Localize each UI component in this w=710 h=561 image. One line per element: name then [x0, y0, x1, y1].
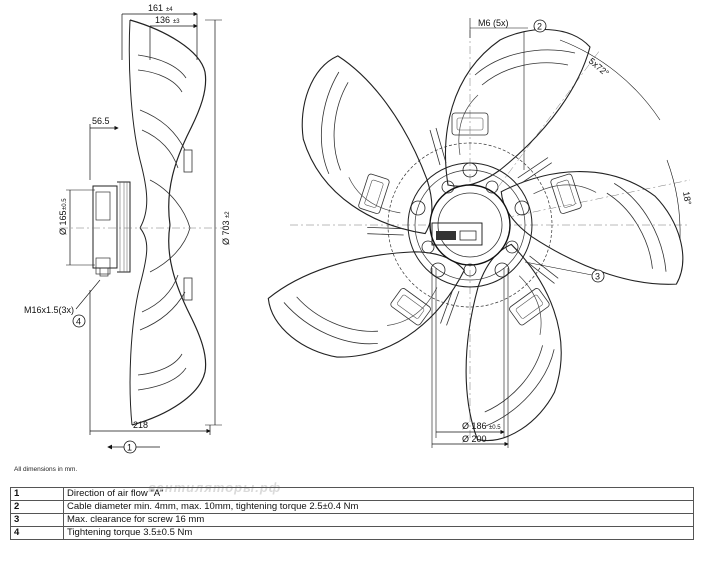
dimensions-note: All dimensions in mm. — [14, 466, 78, 473]
dim-186: Ø 186 — [462, 421, 487, 431]
legend-table: 1 Direction of air flow "A" 2 Cable diam… — [10, 487, 694, 540]
dim-136-tol: ±3 — [173, 19, 180, 25]
legend-num: 1 — [10, 487, 64, 501]
callout-3-label: 3 — [595, 272, 600, 282]
front-view: M6 (5x) 2 5x72° 18° 3 Ø 186 ±0.5 Ø 200 — [257, 18, 694, 455]
callout-4-label: 4 — [76, 317, 81, 327]
legend-text: Direction of air flow "A" — [63, 487, 694, 501]
dim-m6: M6 (5x) — [478, 18, 509, 28]
callout-2-label: 2 — [537, 22, 542, 32]
legend-num: 4 — [10, 526, 64, 540]
dim-161: 161 — [148, 3, 163, 13]
dim-m16: M16x1.5(3x) — [24, 305, 74, 315]
callout-1 — [123, 440, 137, 454]
legend-text: Tightening torque 3.5±0.5 Nm — [63, 526, 694, 540]
table-row: 4 Tightening torque 3.5±0.5 Nm — [10, 526, 694, 540]
dim-703-tol: ±2 — [225, 211, 231, 218]
legend-num: 2 — [10, 500, 64, 514]
callout-2 — [533, 19, 547, 33]
callout-3 — [591, 269, 605, 283]
dim-165-tol: ±0.5 — [62, 198, 68, 210]
dim-165: Ø 165 — [58, 210, 68, 235]
dim-703: Ø 703 — [221, 220, 231, 245]
callout-1-label: 1 — [127, 443, 132, 453]
dim-56-5: 56.5 — [92, 116, 110, 126]
legend-text: Max. clearance for screw 16 mm — [63, 513, 694, 527]
dim-186-tol: ±0.5 — [489, 425, 501, 431]
dim-18: 18° — [681, 191, 693, 207]
dim-136: 136 — [155, 15, 170, 25]
dim-218: 218 — [133, 420, 148, 430]
legend-num: 3 — [10, 513, 64, 527]
dim-161-tol: ±4 — [166, 7, 173, 13]
legend-text: Cable diameter min. 4mm, max. 10mm, tigh… — [63, 500, 694, 514]
callout-4 — [72, 314, 86, 328]
side-view: 161 ±4 136 ±3 56.5 Ø 165 ±0.5 — [24, 3, 231, 454]
dim-5x72: 5x72° — [587, 56, 611, 79]
table-row: 3 Max. clearance for screw 16 mm — [10, 513, 694, 527]
table-row: 1 Direction of air flow "A" — [10, 487, 694, 501]
fan-technical-drawing: 161 ±4 136 ±3 56.5 Ø 165 ±0.5 — [24, 3, 694, 455]
dim-200: Ø 200 — [462, 434, 487, 444]
table-row: 2 Cable diameter min. 4mm, max. 10mm, ti… — [10, 500, 694, 514]
